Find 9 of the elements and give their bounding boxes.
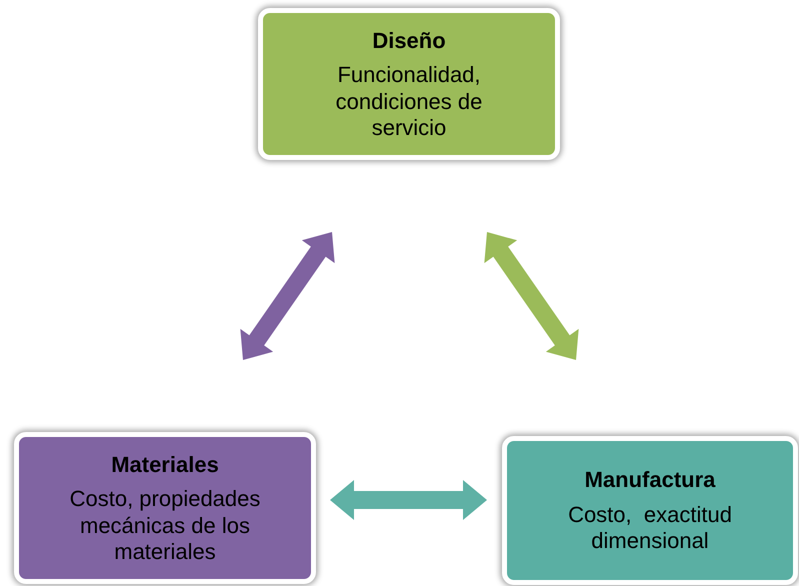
box-description: Costo, exactitud dimensional — [567, 502, 733, 555]
double-arrow — [240, 232, 335, 360]
box-title: Manufactura — [584, 466, 716, 494]
box-description: Costo, propiedades mecánicas de los materiales — [68, 486, 262, 566]
double-arrow — [484, 232, 579, 360]
box-description: Funcionalidad, condiciones de servicio — [334, 62, 484, 142]
double-arrow — [330, 480, 487, 520]
box-title: Materiales — [111, 450, 219, 478]
box-title: Diseño — [372, 26, 446, 54]
